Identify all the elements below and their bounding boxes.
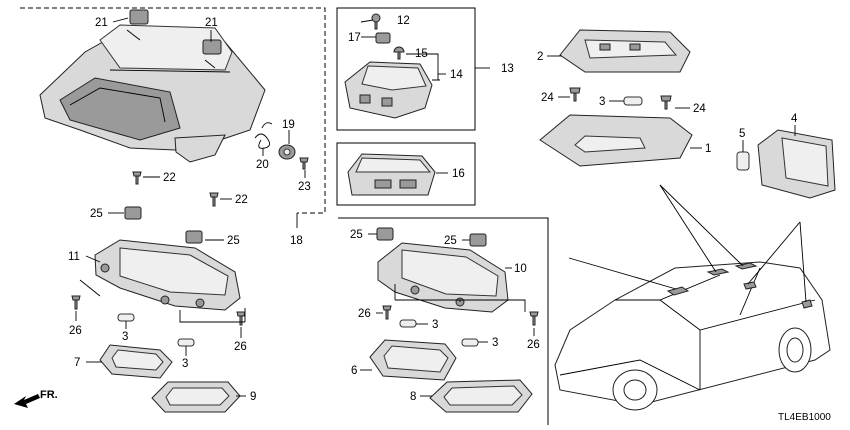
clip-part-25c [376, 227, 394, 241]
callout-22a: 22 [163, 172, 176, 184]
callout-23: 23 [298, 181, 311, 193]
cargo-lamp [743, 281, 757, 290]
group-10-frame [338, 217, 549, 425]
screw-part-26c [382, 305, 392, 320]
callout-15: 15 [415, 48, 428, 60]
group-18-dashed-frame [20, 7, 326, 214]
front-direction-arrow: FR. [14, 389, 58, 408]
callout-19: 19 [282, 119, 295, 131]
lens-part-7 [99, 344, 173, 379]
lens-part-6 [369, 339, 457, 381]
bulb-part-3b [177, 338, 195, 347]
grommet-part-19 [278, 144, 296, 160]
screw-part-26a [71, 295, 81, 310]
roof-lamp-front [666, 286, 690, 296]
screw-part-22b [209, 192, 219, 207]
callout-3b: 3 [182, 358, 188, 370]
console-unit-16 [347, 153, 436, 196]
callout-3d: 3 [492, 337, 498, 349]
callout-22b: 22 [235, 194, 248, 206]
bulb-part-3d [461, 338, 479, 347]
callout-2: 2 [537, 51, 543, 63]
leader-lines [75, 17, 796, 397]
callout-1: 1 [705, 143, 711, 155]
callout-4: 4 [791, 113, 798, 125]
lamp-part-4 [757, 129, 836, 199]
callout-26b: 26 [234, 341, 247, 353]
callout-8: 8 [410, 391, 416, 403]
vehicle-illustration [554, 261, 831, 411]
callout-25c: 25 [350, 229, 363, 241]
screw-part-22a [132, 171, 142, 185]
map-lens-part-1 [539, 114, 693, 167]
callout-16: 16 [452, 168, 465, 180]
callout-26d: 26 [527, 339, 540, 351]
roof-lamp-rear [734, 262, 758, 270]
screw-part-24a [569, 87, 581, 102]
tailgate-lamp [801, 299, 813, 309]
callout-13: 13 [501, 63, 514, 75]
callout-12: 12 [397, 15, 410, 27]
group-13-frame [336, 7, 476, 131]
switch-part-17 [375, 32, 391, 44]
screw-part-12 [371, 13, 381, 30]
clip-part-15 [393, 46, 405, 60]
console-unit-11 [94, 239, 241, 311]
bulb-part-3c [399, 319, 417, 328]
arrow-icon [14, 394, 40, 408]
callout-14: 14 [450, 69, 463, 81]
clip-part-25a [124, 206, 142, 220]
console-unit-14 [344, 61, 433, 119]
lens-part-8 [429, 379, 533, 413]
callout-18: 18 [290, 235, 303, 247]
bulb-part-3e [623, 96, 643, 106]
screw-part-24b [660, 95, 672, 110]
group-16-frame [336, 142, 476, 206]
callout-17: 17 [348, 32, 361, 44]
callout-20: 20 [256, 159, 269, 171]
spring-part-20 [254, 122, 273, 149]
bulb-part-5 [736, 151, 750, 171]
screw-part-26d [529, 311, 539, 326]
callout-26c: 26 [358, 308, 371, 320]
callout-21a: 21 [95, 17, 108, 29]
overhead-console-assembly [39, 9, 266, 163]
callout-3c: 3 [432, 319, 438, 331]
roof-lamp-center [706, 268, 730, 276]
callout-21b: 21 [205, 17, 218, 29]
callout-labels: 21 21 22 22 20 19 23 18 25 25 11 26 26 3… [68, 15, 798, 403]
callout-9: 9 [250, 391, 256, 403]
console-unit-10 [377, 242, 509, 313]
callout-3e: 3 [599, 96, 605, 108]
clip-part-25d [469, 233, 487, 247]
clip-part-25b [185, 230, 203, 244]
callout-26a: 26 [69, 325, 82, 337]
callout-24b: 24 [693, 103, 706, 115]
callout-6: 6 [351, 365, 357, 377]
lens-part-9 [151, 381, 241, 413]
screw-part-26b [236, 311, 246, 326]
callout-11: 11 [68, 251, 80, 263]
callout-3a: 3 [122, 331, 128, 343]
callout-24a: 24 [541, 92, 554, 104]
base-plate-part-2 [559, 29, 691, 73]
direction-label: FR. [40, 389, 58, 401]
bulb-part-3a [117, 313, 135, 322]
callout-25a: 25 [90, 208, 103, 220]
callout-25d: 25 [444, 235, 457, 247]
callout-25b: 25 [227, 235, 240, 247]
screw-part-23 [299, 157, 309, 170]
callout-5: 5 [739, 128, 745, 140]
callout-7: 7 [74, 357, 80, 369]
callout-10: 10 [514, 263, 527, 275]
diagram-code: TL4EB1000 [778, 412, 831, 423]
